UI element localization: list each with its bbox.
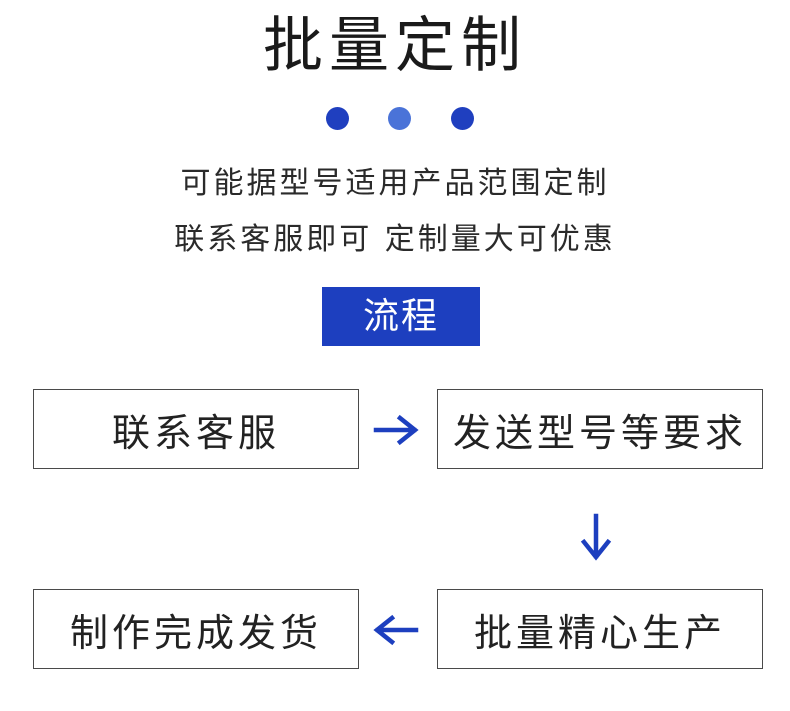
intro-line-1: 可能据型号适用产品范围定制 [180,166,610,201]
step-contact-service: 联系客服 [33,389,359,469]
step-ship-completed: 制作完成发货 [33,589,359,669]
step-batch-production: 批量精心生产 [437,589,763,669]
process-badge: 流程 [322,287,480,346]
decorative-dots [0,107,790,131]
intro-line-2: 联系客服即可 定制量大可优惠 [174,222,616,257]
arrow-left-icon [373,614,419,646]
dot-left [326,107,349,130]
arrow-down-path [580,513,612,561]
arrow-left-path [373,614,419,646]
arrow-right-icon [373,414,419,446]
dot-middle [388,107,411,130]
arrow-down-icon [580,513,612,561]
step-send-requirements: 发送型号等要求 [437,389,763,469]
page-title: 批量定制 [263,11,527,81]
dot-right [451,107,474,130]
arrow-right-path [373,414,419,446]
